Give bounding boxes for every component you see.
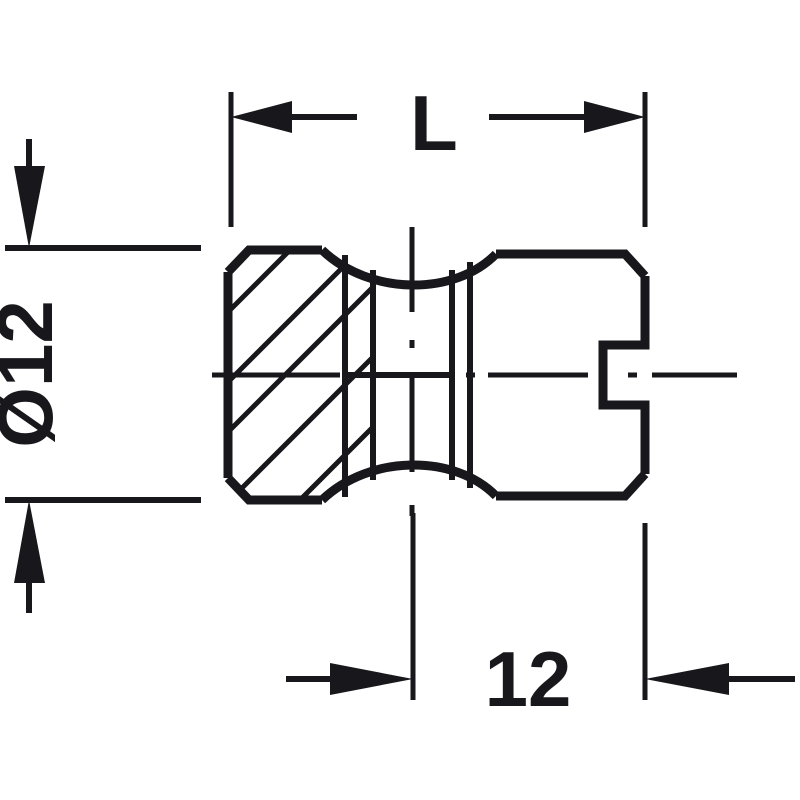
- dimension-label-length: L: [410, 79, 458, 167]
- section-hatching-main: [228, 250, 345, 500]
- arrowhead-bottom-diameter: [14, 500, 45, 583]
- outline-waist-bottom: [318, 460, 500, 504]
- arrowhead-left-12: [330, 663, 413, 695]
- outline-left-top-chamfer: [224, 245, 322, 276]
- outline-screwdriver-slot: [598, 276, 650, 474]
- arrowhead-right-12: [645, 663, 729, 695]
- part-outline: [223, 245, 650, 505]
- outline-right-bottom-edge: [496, 470, 649, 501]
- dimension-diameter: [5, 139, 201, 613]
- section-hatching-secondary: [345, 272, 373, 478]
- outline-right-top-edge: [496, 249, 649, 280]
- arrowhead-right-L: [584, 101, 645, 133]
- arrowhead-top-diameter: [14, 166, 45, 248]
- outline-waist-top: [318, 246, 500, 290]
- dimension-label-slot-length: 12: [485, 635, 572, 723]
- dimension-label-diameter: Ø12: [0, 300, 69, 447]
- dimension-length: [228, 92, 648, 227]
- dimension-slot-length: [286, 513, 795, 700]
- outline-left-bottom-chamfer: [224, 474, 322, 505]
- internal-edges: [342, 255, 473, 497]
- arrowhead-left-L: [231, 101, 292, 133]
